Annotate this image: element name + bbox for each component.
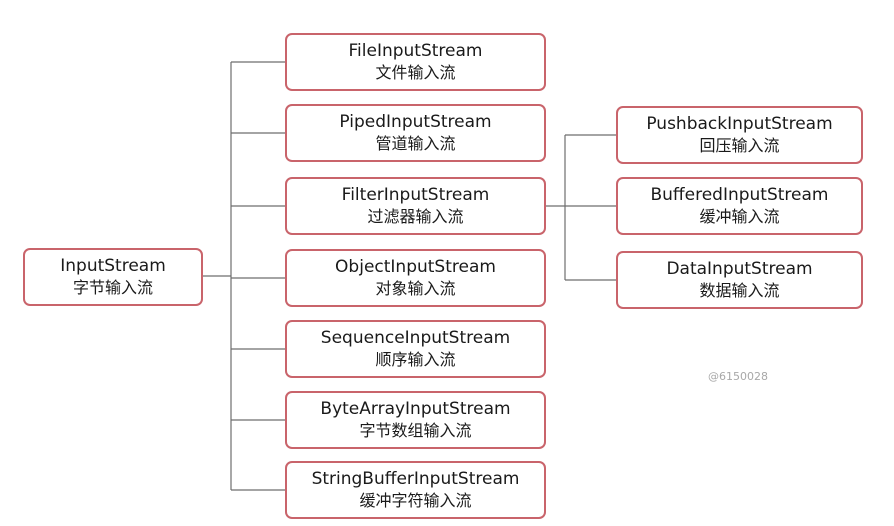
node-zh-label: 缓冲字符输入流 (359, 490, 472, 510)
node-en-label: SequenceInputStream (320, 328, 511, 349)
node-zh-label: 顺序输入流 (375, 349, 456, 369)
node-zh-label: 数据输入流 (699, 280, 780, 300)
node-pipedinputstream: PipedInputStream 管道输入流 (285, 104, 546, 162)
node-en-label: FilterInputStream (341, 185, 490, 206)
node-en-label: BufferedInputStream (650, 185, 829, 206)
node-zh-label: 管道输入流 (375, 133, 456, 153)
node-en-label: DataInputStream (666, 259, 813, 280)
node-datainputstream: DataInputStream 数据输入流 (616, 251, 863, 309)
node-zh-label: 字节数组输入流 (359, 420, 472, 440)
node-zh-label: 缓冲输入流 (699, 206, 780, 226)
node-objectinputstream: ObjectInputStream 对象输入流 (285, 249, 546, 307)
node-zh-label: 过滤器输入流 (367, 206, 464, 226)
node-en-label: StringBufferInputStream (311, 469, 520, 490)
node-en-label: ByteArrayInputStream (320, 399, 511, 420)
node-inputstream: InputStream 字节输入流 (23, 248, 203, 306)
node-stringbufferinputstream: StringBufferInputStream 缓冲字符输入流 (285, 461, 546, 519)
node-en-label: PipedInputStream (339, 112, 492, 133)
node-en-label: InputStream (60, 256, 166, 277)
node-en-label: ObjectInputStream (335, 257, 496, 278)
node-zh-label: 字节输入流 (72, 277, 153, 297)
node-sequenceinputstream: SequenceInputStream 顺序输入流 (285, 320, 546, 378)
watermark: @6150028 (708, 370, 768, 383)
node-en-label: PushbackInputStream (646, 114, 833, 135)
node-bytearrayinputstream: ByteArrayInputStream 字节数组输入流 (285, 391, 546, 449)
node-bufferedinputstream: BufferedInputStream 缓冲输入流 (616, 177, 863, 235)
node-en-label: FileInputStream (348, 41, 483, 62)
node-zh-label: 对象输入流 (375, 278, 456, 298)
node-pushbackinputstream: PushbackInputStream 回压输入流 (616, 106, 863, 164)
node-zh-label: 文件输入流 (375, 62, 456, 82)
node-zh-label: 回压输入流 (699, 135, 780, 155)
node-filterinputstream: FilterInputStream 过滤器输入流 (285, 177, 546, 235)
node-fileinputstream: FileInputStream 文件输入流 (285, 33, 546, 91)
